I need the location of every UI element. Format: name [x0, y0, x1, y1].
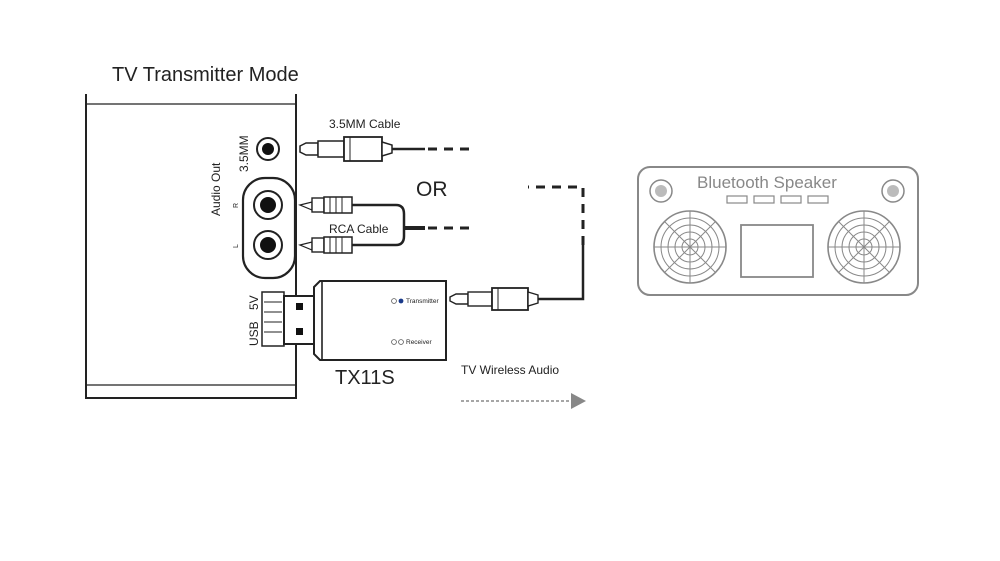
device-cable-dashed — [528, 185, 585, 245]
wireless-audio-label: TV Wireless Audio — [461, 363, 559, 377]
transmitter-led-label: Transmitter — [406, 298, 439, 305]
rca-cable-label: RCA Cable — [329, 222, 389, 236]
rca-cable-plugs — [298, 196, 353, 254]
aux-cable-plug — [299, 136, 393, 162]
rca-cable-wire-bottom — [352, 228, 406, 247]
tv-usb-port — [261, 291, 285, 347]
speaker-left-grille — [653, 210, 727, 284]
wireless-arrow-head — [571, 393, 586, 409]
speaker-right-grille — [827, 210, 901, 284]
device-aux-plug — [449, 287, 539, 311]
device-model-label: TX11S — [335, 367, 395, 389]
or-label: OR — [416, 178, 448, 201]
right-channel-label: R — [233, 203, 240, 208]
left-channel-label: L — [233, 244, 240, 248]
usb-voltage-label: 5V — [247, 295, 261, 310]
usb-label: USB — [247, 321, 261, 346]
receiver-led-label: Receiver — [406, 339, 432, 346]
tx11s-device — [283, 280, 447, 361]
tv-35mm-label: 3.5MM — [237, 135, 251, 172]
device-cable-line — [538, 245, 585, 301]
aux-cable-label: 3.5MM Cable — [329, 117, 401, 131]
tv-35mm-port — [256, 137, 280, 161]
tv-rca-ports — [241, 176, 297, 280]
page-title: TV Transmitter Mode — [112, 64, 299, 86]
speaker-label: Bluetooth Speaker — [697, 173, 837, 192]
rca-cable-wire-top — [352, 203, 406, 228]
audio-out-label: Audio Out — [209, 162, 223, 216]
